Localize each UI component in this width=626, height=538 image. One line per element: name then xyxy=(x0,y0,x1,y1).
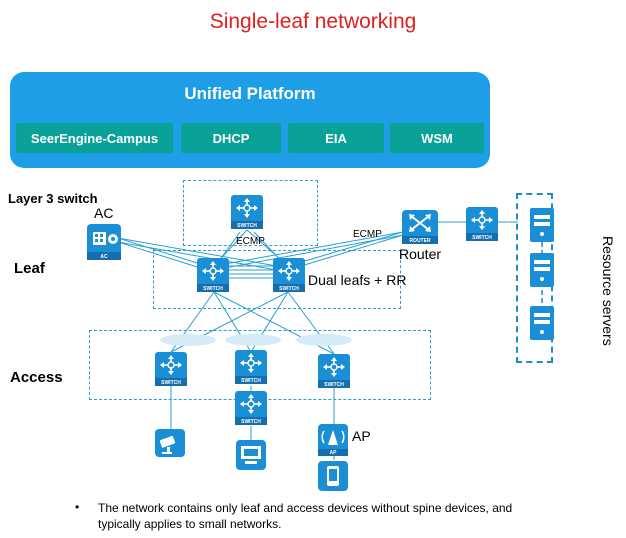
label-ac: AC xyxy=(94,205,114,221)
platform-title: Unified Platform xyxy=(184,84,316,103)
module-dhcp[interactable]: DHCP xyxy=(181,123,281,153)
label-ap: AP xyxy=(352,428,371,444)
links xyxy=(117,221,518,460)
module-eia[interactable]: EIA xyxy=(288,123,384,153)
module-seerengine-campus[interactable]: SeerEngine-Campus xyxy=(16,123,173,153)
desktop-pc-icon xyxy=(236,440,266,470)
icon-label-switch: SWITCH xyxy=(279,286,299,292)
label-layer3-switch: Layer 3 switch xyxy=(8,191,98,206)
label-dual-leafs: Dual leafs + RR xyxy=(308,272,407,288)
icon-label-switch: SWITCH xyxy=(472,235,492,241)
router-icon xyxy=(402,210,438,244)
leaf-group xyxy=(153,250,401,309)
icon-label-router: ROUTER xyxy=(409,238,431,244)
module-wsm[interactable]: WSM xyxy=(390,123,484,153)
icon-label-switch: SWITCH xyxy=(203,286,223,292)
server-1-icon xyxy=(530,208,554,242)
label-router: Router xyxy=(399,246,442,262)
icon-label-ap: AP xyxy=(330,450,338,456)
icon-label-switch: SWITCH xyxy=(161,380,181,386)
icon-label-switch: SWITCH xyxy=(241,419,261,425)
label-ecmp-2: ECMP xyxy=(353,229,382,240)
stack-ellipse-2 xyxy=(225,334,281,346)
label-ecmp-1: ECMP xyxy=(236,236,265,247)
note-bullet: • xyxy=(75,500,80,514)
page-title: Single-leaf networking xyxy=(209,10,417,33)
icon-label-switch: SWITCH xyxy=(241,378,261,384)
icon-label-switch: SWITCH xyxy=(237,223,257,229)
server-3-icon xyxy=(530,306,554,340)
stack-ellipse-1 xyxy=(160,334,216,346)
icon-label-ac: AC xyxy=(100,254,108,260)
camera-icon xyxy=(155,429,185,457)
label-access: Access xyxy=(10,369,63,386)
icon-label-switch: SWITCH xyxy=(324,382,344,388)
access-point-icon xyxy=(318,424,348,456)
label-leaf: Leaf xyxy=(14,260,45,277)
ac-controller-icon xyxy=(87,224,121,260)
label-resource-servers: Resource servers xyxy=(600,236,616,346)
server-2-icon xyxy=(530,253,554,287)
stack-ellipse-3 xyxy=(296,334,352,346)
mobile-phone-icon xyxy=(318,461,348,491)
layer3-switch-group xyxy=(183,180,318,246)
note-text: The network contains only leaf and acces… xyxy=(98,501,513,531)
